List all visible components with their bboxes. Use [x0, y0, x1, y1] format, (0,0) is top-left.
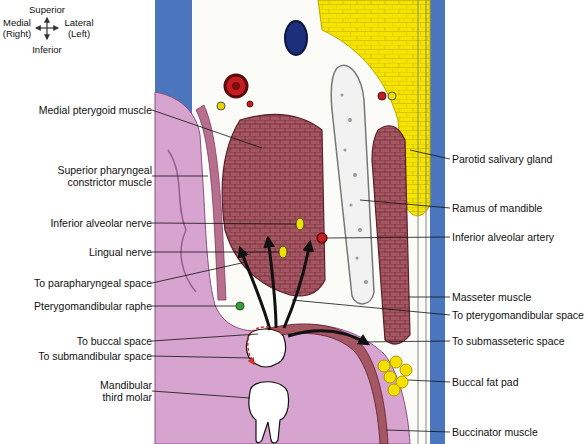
compass-label: Superior [17, 4, 77, 15]
masseter [372, 126, 410, 344]
compass-axis [36, 27, 58, 28]
bone-speckle [341, 94, 369, 285]
mandible-ramus [331, 65, 374, 304]
leader-line [360, 341, 450, 342]
leader-line [327, 237, 450, 238]
spread-arrow [284, 242, 310, 328]
bone-dot [344, 149, 347, 152]
fat-lobule [384, 371, 396, 383]
second-molar [249, 382, 289, 443]
anatomy-label: Buccal fat pad [452, 376, 519, 388]
parotid-vessel [378, 92, 386, 100]
alveolar-artery [317, 233, 327, 243]
anatomy-label: To submandibular space [38, 350, 152, 362]
bone-dot [353, 173, 357, 177]
anatomy-label: Inferior alveolar artery [452, 231, 554, 243]
skin-line [418, 0, 419, 444]
leader-lines [152, 110, 450, 432]
anatomy-label: Pterygomandibular raphe [34, 300, 152, 312]
compass-label: Medial (Right) [0, 17, 34, 39]
medial-pterygoid [222, 114, 325, 296]
jugular-vein [285, 21, 307, 55]
lingual-nerve [279, 246, 287, 258]
skin-line [426, 0, 427, 444]
spread-arrow [268, 238, 276, 328]
dashed-arrow [248, 327, 282, 364]
anatomy-label: Ramus of mandible [452, 202, 542, 214]
leader-line [152, 306, 236, 307]
anatomy-label: Parotid salivary gland [452, 153, 552, 165]
fat-lobule [378, 360, 390, 372]
background-panel [155, 0, 445, 444]
bone-dot [356, 257, 359, 260]
anatomy-label: To parapharyngeal space [34, 277, 152, 289]
leader-line [408, 380, 450, 382]
anatomy-label: Lingual nerve [89, 246, 152, 258]
leader-line [410, 150, 450, 159]
leader-line [152, 176, 208, 177]
leader-line [152, 262, 246, 283]
leader-line [386, 430, 450, 432]
leader-line [152, 110, 262, 148]
spread-arrow [240, 248, 270, 330]
pharynx-outline [168, 150, 196, 292]
leader-line [408, 297, 450, 298]
compass-label: Inferior [17, 44, 77, 55]
leader-line [292, 300, 450, 315]
nerve-section [217, 102, 225, 110]
anatomy-label: Medial pterygoid muscle [39, 104, 152, 116]
fat-lobule [400, 364, 412, 376]
vessel-section [247, 101, 253, 107]
artery-lumen [232, 82, 240, 90]
leader-line [152, 252, 279, 253]
anatomy-label: Masseter muscle [452, 291, 531, 303]
anatomy-label: To buccal space [77, 335, 152, 347]
alveolar-nerve [296, 218, 304, 230]
bone-dot [341, 94, 344, 97]
bone-dot [358, 228, 362, 232]
fat-lobule [388, 384, 400, 396]
carotid-artery [225, 75, 247, 97]
anatomy-label: Mandibular third molar [80, 379, 152, 403]
bone-dot [364, 280, 368, 284]
anatomy-label: Superior pharyngeal constrictor muscle [12, 164, 152, 188]
leader-line [152, 391, 250, 398]
leader-line [152, 223, 296, 224]
anatomy-label: To submasseteric space [452, 335, 565, 347]
leader-line [152, 334, 258, 341]
parotid-nerve [388, 92, 396, 100]
anatomy-label: Inferior alveolar nerve [50, 217, 152, 229]
raphe-dot [236, 302, 244, 310]
leader-line [360, 200, 450, 208]
leader-line [152, 356, 252, 358]
fat-pad [378, 356, 412, 396]
bone-dot [348, 118, 352, 122]
bone-dot [350, 204, 353, 207]
spread-arrow [288, 330, 368, 344]
anatomy-label: Buccinator muscle [452, 426, 538, 438]
fat-lobule [390, 356, 402, 368]
compass-label: Lateral (Left) [62, 17, 96, 39]
anatomy-label: To pterygomandibular space [452, 309, 584, 321]
